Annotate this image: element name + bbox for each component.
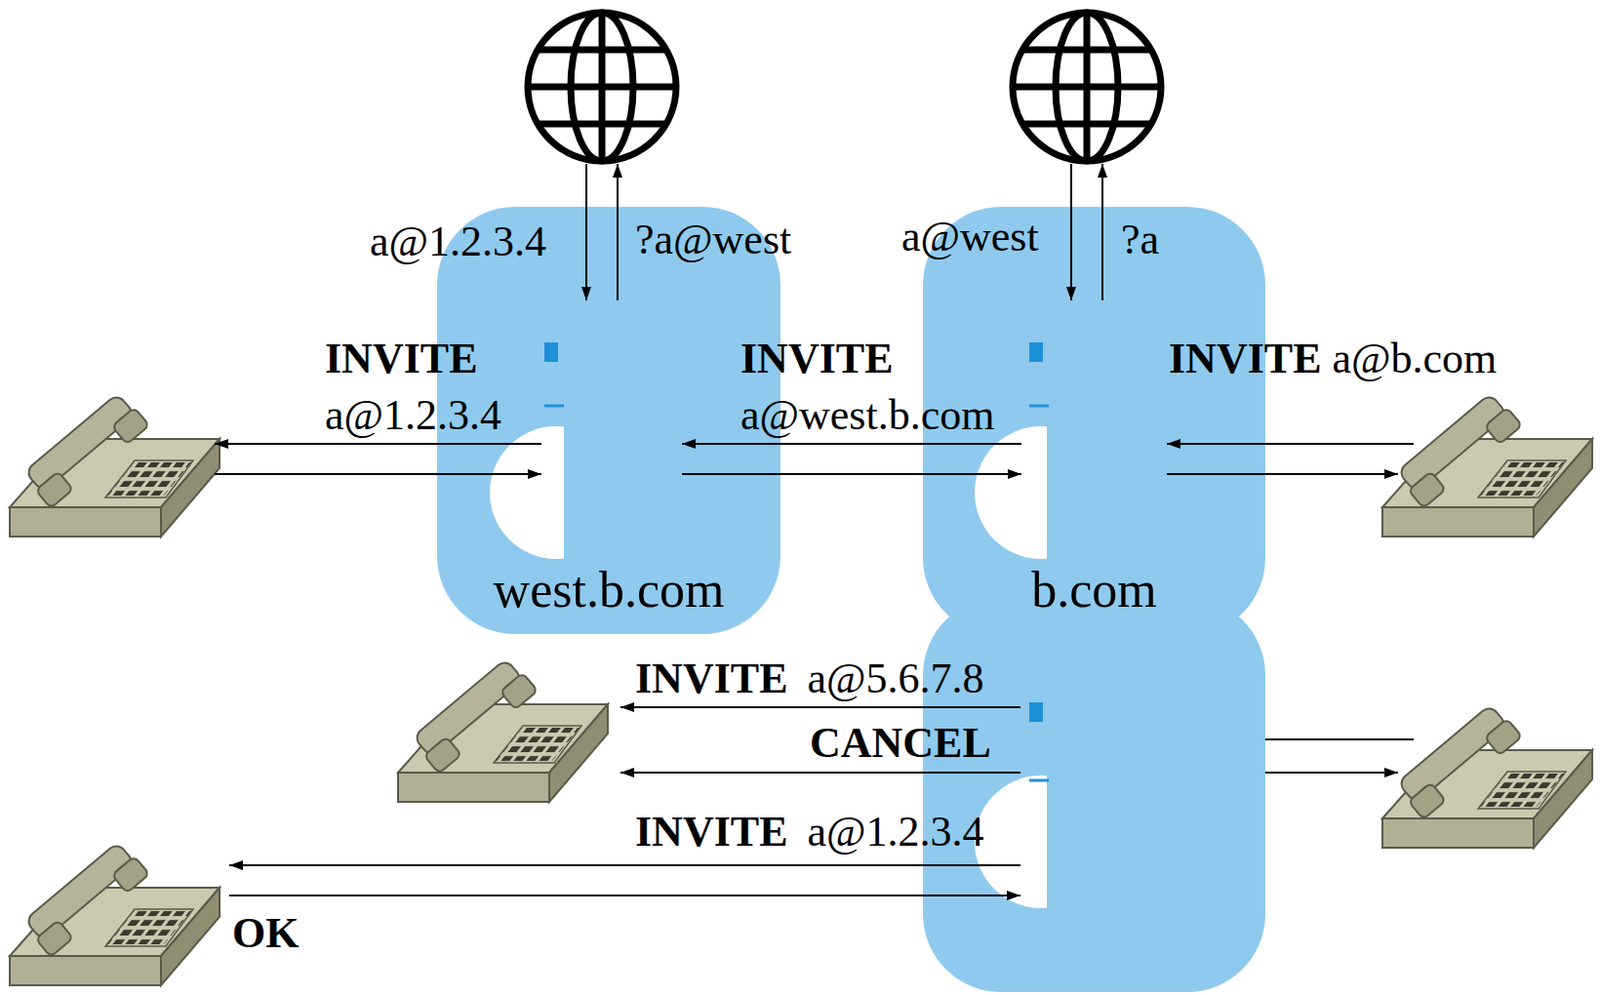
message-method: INVITE [635,807,789,856]
server-icon [974,702,1164,927]
phone [9,391,220,537]
label-slot: ?a [1120,218,1160,262]
label-slot: a@west.b.com [740,394,995,438]
label-slot: a@west [901,215,1040,259]
message-arrow [1166,442,1414,445]
message-method: CANCEL [809,719,992,767]
message-method: OK [232,909,299,958]
label-slot: ?a@west [635,218,792,262]
phone [1382,702,1593,848]
message-method: INVITE [1168,334,1322,383]
message-arrow [214,442,542,445]
label-slot: a@1.2.3.4 [807,810,985,854]
sip-address: a@west.b.com [740,391,995,440]
phone [1382,391,1593,537]
sip-address: a@1.2.3.4 [369,217,547,266]
message-arrow [229,864,1021,867]
message-arrow [1101,163,1104,301]
sip-address: a@5.6.7.8 [807,654,985,703]
label-slot: INVITE [324,337,479,381]
location-server [1012,12,1161,161]
server-icon [489,342,681,586]
server-icon [974,342,1164,586]
sip-address: ?a@west [635,215,792,264]
label-slot: a@1.2.3.4 [324,394,502,438]
phone [9,840,220,986]
edge-layer [681,443,1022,475]
message-method: INVITE [635,654,789,703]
label-slot: a@b.com [1332,337,1498,381]
message-arrow [616,163,619,301]
message-arrow [214,473,542,476]
phone [398,656,608,802]
message-arrow [1070,163,1073,301]
message-arrow [1265,771,1399,774]
message-arrow [1166,473,1399,476]
message-arrow [229,894,1021,897]
message-arrows [214,163,1414,896]
sip-address: a@1.2.3.4 [807,807,985,856]
message-arrow [585,163,588,301]
sip-address: a@b.com [1332,334,1498,383]
message-arrow [620,771,1021,774]
domain-name: west.b.com [493,560,725,620]
domain-name: b.com [1031,560,1158,620]
sip-address: a@1.2.3.4 [324,391,502,440]
invite-connector [681,442,1022,445]
message-method: INVITE [324,334,479,383]
label-slot: INVITE [1168,337,1322,381]
sip-address: ?a [1120,215,1160,264]
message-arrow [620,706,1021,709]
label-slot: a@1.2.3.4 [369,220,547,264]
label-slot: INVITE [740,337,894,381]
label-slot: CANCEL [809,721,992,765]
message-method: INVITE [740,334,894,383]
sip-address: a@west [901,212,1040,261]
label-slot: a@5.6.7.8 [807,657,985,701]
label-slot: INVITE [635,657,789,701]
invite-connector [681,473,1022,476]
location-server [527,12,677,161]
label-slot: INVITE [635,810,789,854]
message-line [1265,738,1414,741]
label-slot: OK [232,912,299,956]
